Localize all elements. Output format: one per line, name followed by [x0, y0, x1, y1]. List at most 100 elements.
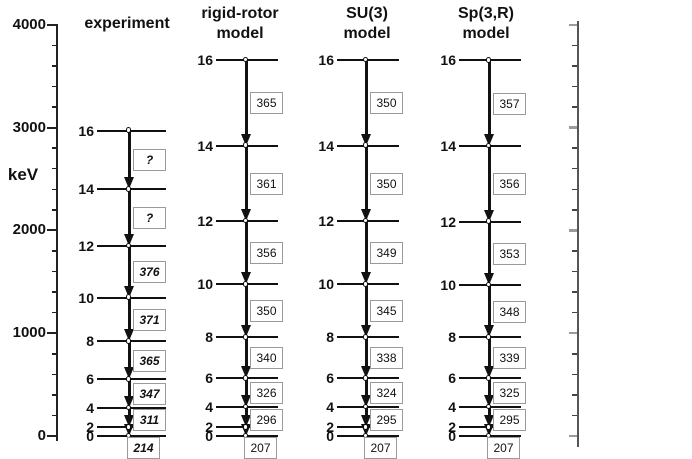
- transition-arrowhead: [240, 395, 251, 408]
- spin-label-su3-model-8: 8: [326, 329, 334, 346]
- transition-arrowhead: [123, 177, 134, 190]
- transition-arrow-shaft: [487, 220, 491, 275]
- column-header-line: Sp(3,R): [458, 5, 514, 22]
- transition-arrow-shaft: [244, 377, 248, 398]
- spin-label-sp3r-model-2: 2: [448, 419, 456, 436]
- level-line-su3-model-12: [337, 220, 399, 223]
- y-axis-minor-tick: [51, 311, 56, 314]
- transition-label-rigid-rotor-model-12-10: 356: [250, 242, 283, 265]
- spin-label-experiment-8: 8: [86, 333, 94, 350]
- y-axis-tick-label: 0: [37, 427, 46, 444]
- transition-arrowhead: [240, 209, 251, 222]
- y-axis-major-tick: [47, 23, 56, 26]
- level-node-circle: [242, 142, 249, 148]
- spin-label-su3-model-16: 16: [318, 51, 334, 68]
- transition-arrowhead: [240, 415, 251, 428]
- transition-label-experiment-8-6: 365: [133, 349, 166, 372]
- y-axis-right-minor-tick: [572, 250, 577, 252]
- transition-arrow-shaft: [127, 129, 131, 180]
- transition-arrowhead: [123, 233, 134, 246]
- y-axis-right-major-tick: [569, 229, 577, 232]
- y-axis-tick-label: 4000: [12, 15, 46, 33]
- level-node-circle: [125, 338, 132, 344]
- y-axis-right-minor-tick: [572, 209, 577, 211]
- transition-label-sp3r-model-10-8: 348: [493, 300, 526, 323]
- column-header-line: SU(3): [346, 5, 388, 22]
- spin-label-su3-model-6: 6: [326, 370, 334, 387]
- y-axis-minor-tick: [51, 250, 56, 252]
- y-axis-right-minor-tick: [572, 167, 577, 170]
- spin-label-experiment-4: 4: [86, 400, 94, 417]
- transition-label-rigid-rotor-model-6-4: 326: [250, 382, 283, 405]
- transition-label-su3-model-14-12: 350: [370, 172, 403, 195]
- transition-arrowhead: [483, 424, 494, 436]
- level-line-experiment-12: [97, 244, 166, 247]
- transition-label-su3-model-4-2: 295: [370, 408, 403, 431]
- transition-arrow-shaft: [364, 144, 368, 212]
- level-node-circle: [485, 403, 492, 410]
- level-node-circle: [485, 424, 492, 430]
- level-line-su3-model-14: [337, 144, 399, 147]
- spin-label-su3-model-12: 12: [318, 213, 334, 230]
- y-axis-right-minor-tick: [572, 311, 577, 314]
- transition-arrowhead: [483, 209, 494, 222]
- transition-arrow-shaft: [487, 145, 491, 212]
- transition-label-experiment-14-12: ?: [133, 207, 166, 230]
- column-header-sp3r-model: Sp(3,R)model: [411, 4, 561, 44]
- spin-label-sp3r-model-16: 16: [440, 52, 456, 69]
- level-line-su3-model-16: [337, 58, 399, 61]
- y-axis-right-minor-tick: [572, 85, 577, 88]
- transition-arrowhead: [360, 209, 371, 222]
- level-line-experiment-10: [97, 296, 166, 299]
- transition-arrow-shaft: [364, 220, 368, 275]
- transition-arrowhead: [240, 424, 251, 436]
- y-axis-tick-label: 3000: [12, 118, 46, 136]
- transition-label-rigid-rotor-model-8-6: 340: [250, 347, 283, 370]
- level-line-su3-model-4: [337, 406, 399, 409]
- y-axis-right-minor-tick: [572, 353, 577, 355]
- y-axis-minor-tick: [51, 291, 56, 293]
- spin-label-rigid-rotor-model-14: 14: [197, 137, 213, 154]
- level-node-circle: [242, 375, 249, 381]
- transition-arrowhead: [360, 424, 371, 436]
- transition-arrow-shaft: [244, 58, 248, 136]
- y-axis-minor-tick: [51, 106, 56, 108]
- transition-label-sp3r-model-8-6: 339: [493, 347, 526, 370]
- transition-label-rigid-rotor-model-2-0: 207: [244, 436, 277, 459]
- y-axis-major-tick: [47, 126, 56, 129]
- y-axis-minor-tick: [51, 44, 56, 47]
- y-axis-right-minor-tick: [572, 147, 577, 149]
- level-line-experiment-14: [97, 188, 166, 191]
- y-axis-right-line: [577, 21, 579, 447]
- transition-arrow-shaft: [364, 406, 368, 418]
- level-node-circle: [362, 281, 369, 287]
- spin-label-su3-model-14: 14: [318, 137, 334, 154]
- spin-label-rigid-rotor-model-10: 10: [197, 276, 213, 293]
- transition-label-sp3r-model-14-12: 356: [493, 173, 526, 196]
- transition-arrow-shaft: [244, 144, 248, 212]
- level-node-circle: [242, 424, 249, 430]
- level-node-circle: [485, 281, 492, 288]
- transition-arrow-shaft: [487, 377, 491, 398]
- spin-label-rigid-rotor-model-6: 6: [205, 370, 213, 387]
- transition-arrowhead: [123, 424, 134, 436]
- transition-arrowhead: [360, 325, 371, 338]
- transition-arrowhead: [483, 134, 494, 147]
- column-header-line: experiment: [84, 15, 170, 32]
- transition-arrowhead: [483, 325, 494, 338]
- transition-arrow-shaft: [364, 58, 368, 136]
- spin-label-rigid-rotor-model-2: 2: [205, 419, 213, 436]
- level-line-experiment-4: [97, 407, 166, 410]
- transition-arrowhead: [240, 272, 251, 285]
- level-node-circle: [485, 142, 492, 149]
- column-header-experiment: experiment: [52, 14, 202, 34]
- transition-label-rigid-rotor-model-10-8: 350: [250, 300, 283, 323]
- spin-label-sp3r-model-6: 6: [448, 370, 456, 387]
- transition-arrow-shaft: [487, 336, 491, 369]
- transition-label-sp3r-model-6-4: 325: [493, 382, 526, 405]
- y-axis-major-tick: [47, 229, 56, 232]
- transition-arrow-shaft: [244, 406, 248, 418]
- spin-label-su3-model-0: 0: [326, 428, 334, 444]
- y-axis-tick-label: 1000: [12, 324, 46, 342]
- transition-label-su3-model-10-8: 345: [370, 300, 403, 323]
